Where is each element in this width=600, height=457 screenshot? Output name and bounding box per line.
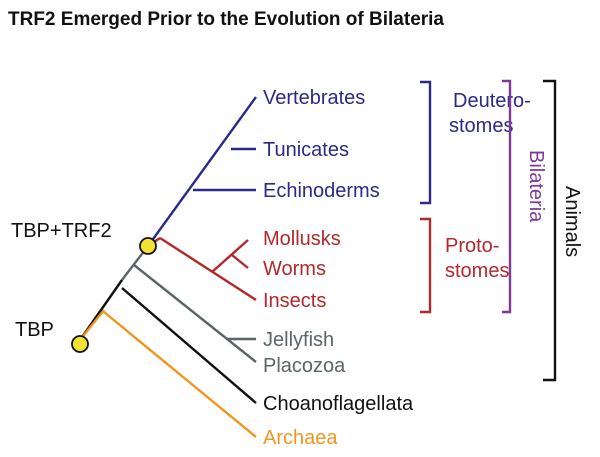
archaea-branch <box>79 309 257 438</box>
taxon-vertebrates: Vertebrates <box>263 87 365 109</box>
tbp-trf2-node <box>139 237 157 255</box>
taxon-insects: Insects <box>263 290 326 312</box>
deuterostomes-label-line2: stomes <box>449 115 513 137</box>
taxon-archaea: Archaea <box>263 427 338 449</box>
taxon-jellyfish: Jellyfish <box>263 329 334 351</box>
bilateria-bracket <box>502 79 512 314</box>
deuterostomes-bracket <box>420 80 432 205</box>
animals-bracket <box>543 79 557 382</box>
taxon-mollusks: Mollusks <box>263 228 341 250</box>
taxon-placozoa: Placozoa <box>263 355 346 377</box>
protostome-branches <box>147 236 257 302</box>
deuterostome-branches <box>147 96 257 247</box>
taxon-worms: Worms <box>263 258 326 280</box>
taxon-choanoflagellata: Choanoflagellata <box>263 393 414 415</box>
taxon-echinoderms: Echinoderms <box>263 180 380 202</box>
bilateria-label: Bilateria <box>525 150 547 223</box>
protostomes-label-line2: stomes <box>445 260 509 282</box>
taxon-tunicates: Tunicates <box>263 139 349 161</box>
diagram-title: TRF2 Emerged Prior to the Evolution of B… <box>8 9 444 30</box>
animals-label: Animals <box>561 186 583 257</box>
tbp-trf2-label: TBP+TRF2 <box>11 220 112 242</box>
tbp-label: TBP <box>15 319 54 341</box>
tbp-node <box>71 335 89 353</box>
protostomes-bracket <box>420 217 432 314</box>
deuterostomes-label-line1: Deutero- <box>453 90 531 112</box>
protostomes-label-line1: Proto- <box>445 235 499 257</box>
